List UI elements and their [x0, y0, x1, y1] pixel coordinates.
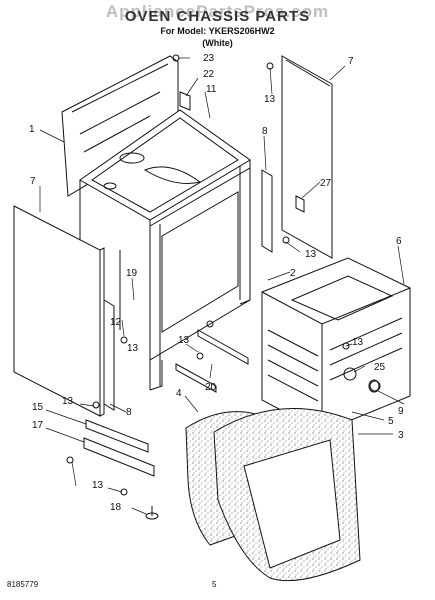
side-bracket-left [103, 299, 115, 411]
callout-1: 1 [29, 124, 35, 135]
callout-17: 17 [32, 420, 44, 431]
document-number: 8185779 [7, 580, 39, 589]
screw [196, 352, 204, 360]
callout-13-side: 13 [305, 249, 317, 260]
callout-8-right: 8 [262, 126, 268, 137]
callout-11: 11 [206, 84, 217, 95]
callout-2: 2 [290, 268, 296, 279]
screw [282, 236, 290, 244]
color-line: (White) [202, 38, 233, 48]
leveling-rail-front [85, 419, 149, 453]
base-rail [175, 329, 249, 393]
callout-13-base: 13 [178, 335, 190, 346]
callout-13-mid: 13 [127, 343, 139, 354]
screw [66, 456, 74, 464]
leveling-leg [145, 506, 159, 520]
callout-7-left: 7 [30, 176, 36, 187]
bracket-clip [295, 195, 305, 213]
leader-lines [39, 57, 405, 515]
callout-18: 18 [110, 502, 122, 513]
callout-13-top: 13 [264, 94, 276, 105]
callouts: 23 22 11 7 13 1 8 27 13 7 2 6 19 12 13 1… [29, 53, 404, 513]
oven-liner [261, 257, 411, 433]
chassis-frame [79, 160, 251, 391]
side-panel-left [13, 205, 105, 417]
callout-15: 15 [32, 402, 44, 413]
top-frame [79, 109, 251, 221]
screw [206, 320, 214, 328]
page-number: 5 [212, 580, 217, 589]
callout-25: 25 [374, 362, 386, 373]
screw [120, 336, 128, 344]
callout-6: 6 [396, 236, 402, 247]
callout-4: 4 [176, 388, 182, 399]
screw [92, 401, 100, 409]
callout-19: 19 [126, 268, 138, 279]
callout-8-left: 8 [126, 407, 132, 418]
door-stop [368, 379, 380, 393]
bracket-clip [179, 91, 191, 111]
rear-panel [61, 55, 179, 197]
callout-12: 12 [110, 317, 122, 328]
leveling-rail-rear [83, 437, 155, 477]
callout-13-bottom: 13 [92, 480, 104, 491]
callout-13-left: 13 [62, 396, 74, 407]
callout-3: 3 [398, 430, 404, 441]
insulation-blanket-main [213, 408, 361, 582]
callout-27: 27 [320, 178, 332, 189]
callout-9: 9 [398, 406, 404, 417]
callout-22: 22 [203, 69, 215, 80]
callout-20: 20 [205, 382, 217, 393]
watermark: AppliancePartsPros.com [105, 2, 330, 21]
side-panel-right [281, 55, 333, 259]
callout-5: 5 [388, 416, 394, 427]
model-line: For Model: YKERS206HW2 [160, 26, 275, 36]
screw [342, 342, 350, 350]
diagram-title: OVEN CHASSIS PARTS [124, 8, 311, 25]
callout-7-right: 7 [348, 56, 354, 67]
side-bracket-right [261, 169, 273, 253]
callout-13-liner: 13 [352, 337, 364, 348]
callout-23: 23 [203, 53, 215, 64]
